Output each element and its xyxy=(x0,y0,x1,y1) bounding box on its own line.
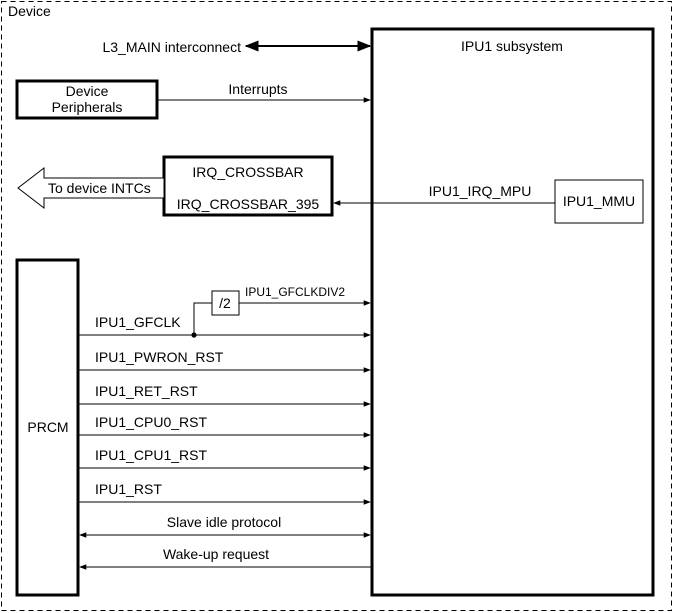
prcm-label: PRCM xyxy=(27,419,68,435)
to-device-intcs-label: To device INTCs xyxy=(48,180,151,196)
device-peripherals-line1: Device xyxy=(66,83,109,99)
ipu1-irq-mpu-label: IPU1_IRQ_MPU xyxy=(429,183,532,199)
irq-crossbar-box xyxy=(162,155,334,217)
l3-main-label: L3_MAIN interconnect xyxy=(102,39,241,55)
irq-crossbar-port: IRQ_CROSSBAR_395 xyxy=(177,196,320,212)
ipu1-subsystem-label: IPU1 subsystem xyxy=(461,38,563,54)
divider-label: /2 xyxy=(219,295,231,311)
ipu1-mmu-label: IPU1_MMU xyxy=(563,193,635,209)
ipu1-rst-label: IPU1_RST xyxy=(95,481,162,497)
to-device-intcs-arrow xyxy=(17,166,165,210)
wakeup-request-label: Wake-up request xyxy=(163,546,269,562)
irq-crossbar-title: IRQ_CROSSBAR xyxy=(192,164,303,180)
gfclkdiv2-label: IPU1_GFCLKDIV2 xyxy=(245,285,345,299)
pwron-rst-label: IPU1_PWRON_RST xyxy=(95,349,224,365)
divider-box xyxy=(211,290,240,316)
prcm-box xyxy=(15,258,80,597)
interrupts-label: Interrupts xyxy=(228,81,287,97)
cpu1-rst-label: IPU1_CPU1_RST xyxy=(95,447,207,463)
gfclk-divider-tap xyxy=(193,302,212,335)
gfclk-label: IPU1_GFCLK xyxy=(95,314,181,330)
device-label: Device xyxy=(8,3,51,19)
cpu0-rst-label: IPU1_CPU0_RST xyxy=(95,414,207,430)
device-peripherals-line2: Peripherals xyxy=(52,99,123,115)
slave-idle-label: Slave idle protocol xyxy=(167,514,281,530)
ret-rst-label: IPU1_RET_RST xyxy=(95,383,198,399)
ipu1-subsystem-box xyxy=(370,27,655,597)
ipu1-mmu-box xyxy=(554,179,644,224)
